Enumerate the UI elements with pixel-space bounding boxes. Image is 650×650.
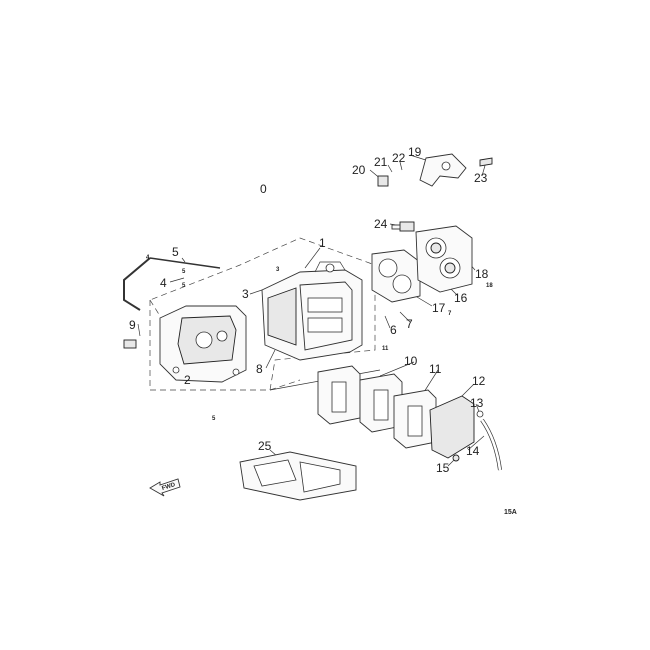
exhaust-cover — [429, 395, 475, 459]
callout-0: 0 — [260, 182, 267, 196]
callout-22: 22 — [392, 151, 406, 165]
callout-13: 13 — [470, 396, 484, 410]
callout-24: 24 — [374, 217, 388, 231]
callout-5: 5 — [172, 245, 179, 259]
bleed-hoses — [123, 257, 221, 311]
callout-8: 8 — [256, 362, 263, 376]
exhaust-gasket — [359, 373, 403, 433]
exhaust-plate — [393, 389, 437, 449]
head-gasket — [371, 249, 421, 303]
bolt — [479, 157, 493, 167]
small-label-7: 7 — [448, 311, 452, 317]
small-label-5b: 5 — [182, 283, 186, 289]
callout-7: 7 — [406, 317, 413, 331]
small-label-11: 11 — [382, 346, 389, 352]
callout-23: 23 — [474, 171, 488, 185]
callout-3: 3 — [242, 287, 249, 301]
small-label-18: 18 — [486, 283, 493, 289]
hose-clamp — [476, 410, 484, 418]
base-gasket — [239, 451, 357, 501]
small-label-3: 3 — [276, 267, 280, 273]
thermostat — [377, 175, 389, 187]
callout-12: 12 — [472, 374, 486, 388]
assembly-dashed-outline — [149, 237, 376, 391]
hose — [480, 418, 502, 471]
small-label-4: 4 — [146, 255, 150, 261]
callout-20: 20 — [352, 163, 366, 177]
small-label-5c: 5 — [212, 416, 216, 422]
callout-19: 19 — [408, 145, 422, 159]
callout-16: 16 — [454, 291, 468, 305]
callout-10: 10 — [404, 354, 418, 368]
drain-bolt — [452, 454, 460, 462]
spark-plug — [391, 221, 415, 232]
forward-label: FWD — [161, 482, 176, 492]
callout-15: 15 — [436, 461, 450, 475]
callout-1: 1 — [319, 236, 326, 250]
cylinder-head — [415, 225, 473, 293]
callout-21: 21 — [374, 155, 388, 169]
callout-4: 4 — [160, 276, 167, 290]
forward-arrow: FWD — [149, 478, 181, 497]
callout-25: 25 — [258, 439, 272, 453]
thermostat-cover — [419, 153, 467, 187]
callout-2: 2 — [184, 373, 191, 387]
callout-14: 14 — [466, 444, 480, 458]
small-label-5a: 5 — [182, 269, 186, 275]
callout-11: 11 — [429, 362, 442, 376]
drain-fitting — [123, 339, 137, 349]
callout-6: 6 — [390, 323, 397, 337]
page-code: 15A — [504, 509, 517, 516]
cylinder-block — [261, 261, 363, 361]
callout-9: 9 — [129, 318, 136, 332]
callout-18: 18 — [475, 267, 489, 281]
crankcase — [159, 305, 247, 383]
callout-17: 17 — [432, 301, 446, 315]
inner-plate — [317, 365, 361, 425]
